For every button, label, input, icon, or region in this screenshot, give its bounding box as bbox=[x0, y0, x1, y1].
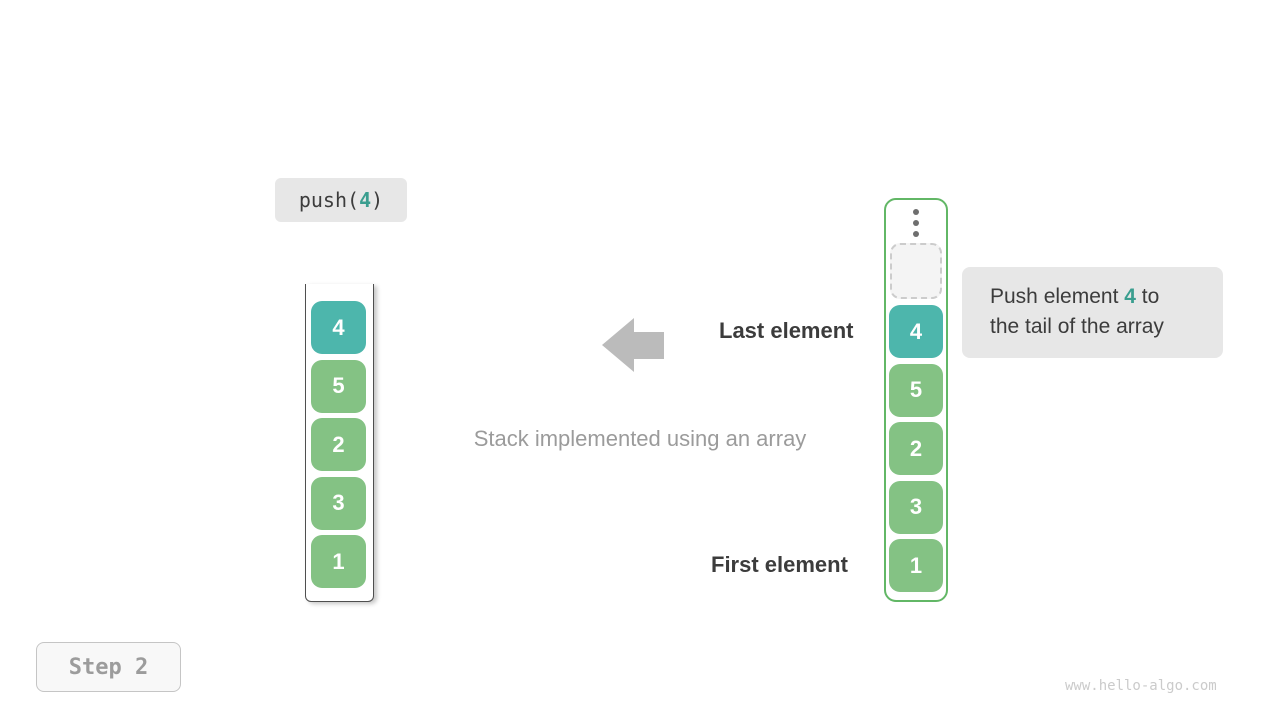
stack-cell: 2 bbox=[311, 418, 366, 471]
first-element-label: First element bbox=[711, 552, 848, 577]
callout-line1-suffix: to bbox=[1135, 285, 1160, 308]
array-cell: 3 bbox=[889, 480, 943, 534]
push-label-prefix: push( bbox=[298, 188, 360, 212]
watermark-text: www.hello-algo.com bbox=[1065, 678, 1217, 694]
empty-slot-placeholder bbox=[890, 243, 942, 299]
callout-line1-prefix: Push element bbox=[990, 285, 1125, 308]
arrow-left-icon bbox=[602, 318, 664, 372]
step-badge: Step 2 bbox=[36, 642, 181, 692]
array-cell: 2 bbox=[889, 422, 943, 475]
step-badge-label: Step 2 bbox=[68, 654, 149, 680]
array-cell: 4 bbox=[889, 305, 943, 358]
caption-text: Stack implemented using an array bbox=[473, 426, 807, 451]
push-label-suffix: ) bbox=[371, 188, 384, 212]
callout-value: 4 bbox=[1124, 285, 1136, 308]
array-cell: 1 bbox=[889, 539, 943, 592]
stack-container: 4 5 2 3 1 bbox=[305, 284, 374, 602]
stack-cell: 4 bbox=[311, 301, 366, 354]
vertical-ellipsis-icon bbox=[886, 209, 946, 237]
callout-line2: the tail of the array bbox=[990, 315, 1164, 338]
stack-cell: 1 bbox=[311, 535, 366, 588]
array-container: 4 5 2 3 1 bbox=[884, 198, 948, 602]
stack-cell: 3 bbox=[311, 476, 366, 530]
push-operation-label: push(4) bbox=[275, 178, 407, 222]
last-element-label: Last element bbox=[719, 318, 854, 343]
stack-cell: 5 bbox=[311, 359, 366, 413]
array-cell: 5 bbox=[889, 363, 943, 417]
callout-bubble: Push element 4 to the tail of the array bbox=[962, 267, 1223, 358]
push-label-value: 4 bbox=[359, 188, 372, 212]
